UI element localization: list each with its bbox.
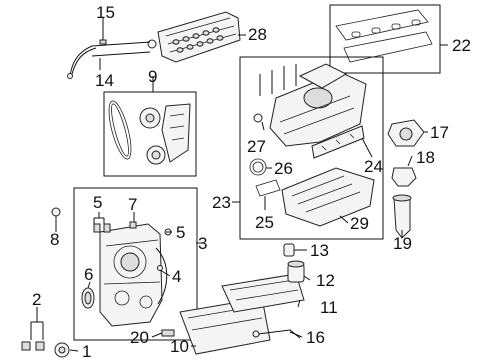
callout-2: 2 [32,290,41,309]
callout-labels: 15 28 22 14 9 17 27 18 24 26 23 5 7 25 2… [32,3,471,360]
oil-pan-assembly [161,243,305,355]
timing-cover [51,207,172,327]
timing-belt-parts [108,100,191,165]
intake-manifold [249,63,375,227]
crank-pulley-bolts [21,341,70,358]
callout-13: 13 [310,241,329,260]
callout-11: 11 [320,298,338,317]
box-valve-cover-gaskets [329,4,441,74]
callout-27: 27 [247,137,266,156]
throttle-body-and-filter [387,119,425,239]
leader-lines [30,18,448,352]
callout-29: 29 [350,214,369,233]
callout-12: 12 [316,271,335,290]
valve-cover [147,11,241,63]
callout-3: 3 [198,234,207,253]
callout-17: 17 [430,123,449,142]
callout-20: 20 [130,328,149,347]
callout-24: 24 [364,157,383,176]
callout-6: 6 [84,265,93,284]
box-timing-cover [73,187,198,341]
callout-22: 22 [452,36,471,55]
callout-1: 1 [82,342,91,360]
callout-23: 23 [212,193,231,212]
callout-19: 19 [393,234,412,253]
callout-4: 4 [172,267,181,286]
callout-15: 15 [96,3,115,22]
callout-16: 16 [306,328,325,347]
callout-28: 28 [248,25,267,44]
callout-5a: 5 [93,193,102,212]
callout-7: 7 [128,195,137,214]
callout-14: 14 [95,71,114,90]
callout-10: 10 [170,337,189,356]
box-intake-manifold [239,56,384,240]
callout-26: 26 [274,159,293,178]
valve-cover-gaskets [335,9,433,63]
callout-8: 8 [50,230,59,249]
box-timing-parts [103,91,197,177]
callout-5b: 5 [176,223,185,242]
callout-9: 9 [148,67,157,86]
callout-25: 25 [255,213,274,232]
callout-18: 18 [416,148,435,167]
